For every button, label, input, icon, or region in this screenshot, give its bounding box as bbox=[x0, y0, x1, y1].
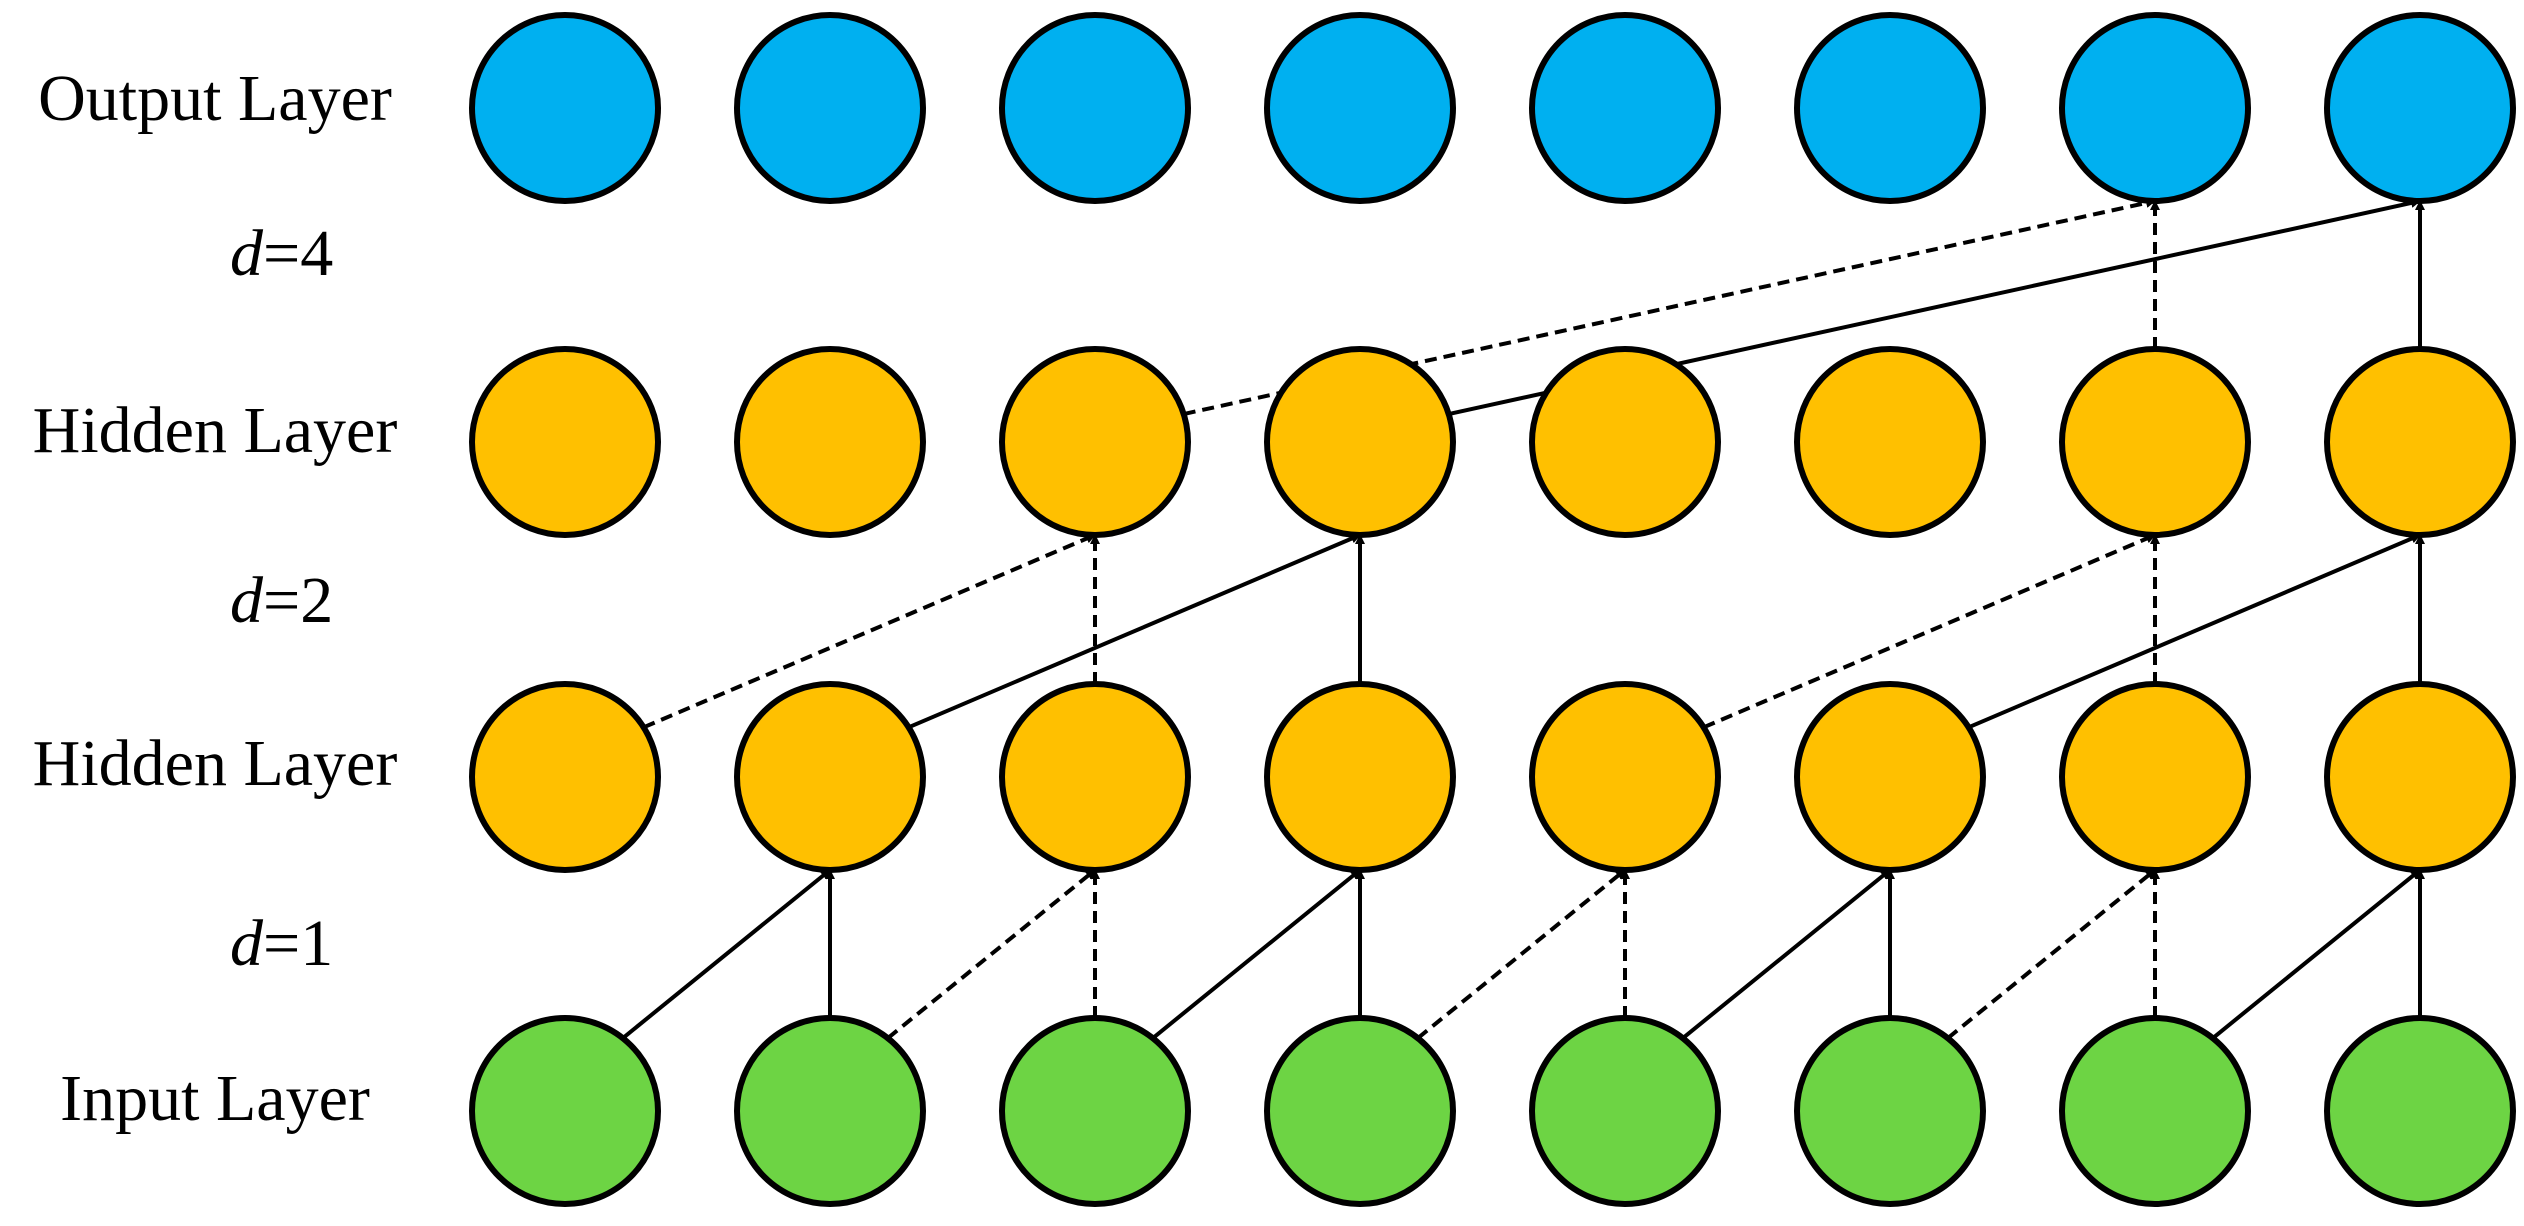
input-node-7 bbox=[2324, 1015, 2516, 1207]
hidden2-node-2 bbox=[999, 346, 1191, 538]
hidden2-node-3 bbox=[1264, 346, 1456, 538]
output-node-2 bbox=[999, 12, 1191, 204]
input-node-1 bbox=[734, 1015, 926, 1207]
dilation-var: d bbox=[230, 907, 264, 980]
input-node-5 bbox=[1794, 1015, 1986, 1207]
hidden2-node-0 bbox=[469, 346, 661, 538]
hidden2-node-5 bbox=[1794, 346, 1986, 538]
input-to-hidden1-edge-3-4 bbox=[1416, 868, 1627, 1040]
dilation-value: =1 bbox=[263, 907, 333, 980]
dilation-value: =4 bbox=[263, 217, 333, 290]
output-node-3 bbox=[1264, 12, 1456, 204]
hidden2-to-output-edge-2-6 bbox=[1183, 198, 2156, 417]
dilation-label-4: d=4 bbox=[230, 217, 333, 290]
output-node-4 bbox=[1529, 12, 1721, 204]
hidden1-to-hidden2-edge-4-6 bbox=[1702, 533, 2156, 730]
output-node-5 bbox=[1794, 12, 1986, 204]
neurons bbox=[469, 12, 2516, 1207]
dilation-var: d bbox=[230, 217, 264, 290]
hidden1-node-2 bbox=[999, 681, 1191, 873]
dilation-var: d bbox=[230, 564, 264, 637]
hidden1-to-hidden2-edge-1-3 bbox=[907, 533, 1361, 730]
hidden1-node-3 bbox=[1264, 681, 1456, 873]
hidden2-node-7 bbox=[2324, 346, 2516, 538]
input-to-hidden1-edge-2-3 bbox=[1151, 868, 1362, 1040]
input-node-0 bbox=[469, 1015, 661, 1207]
hidden1-node-6 bbox=[2059, 681, 2251, 873]
hidden1-node-7 bbox=[2324, 681, 2516, 873]
hidden2-node-4 bbox=[1529, 346, 1721, 538]
input-node-2 bbox=[999, 1015, 1191, 1207]
input-to-hidden1-edge-6-7 bbox=[2211, 868, 2422, 1040]
hidden2-node-1 bbox=[734, 346, 926, 538]
input-to-hidden1-edge-5-6 bbox=[1946, 868, 2157, 1040]
hidden1-to-hidden2-edge-0-2 bbox=[642, 533, 1096, 730]
layer-label-hidden-2: Hidden Layer bbox=[33, 394, 398, 467]
connections bbox=[621, 198, 2425, 1040]
input-node-4 bbox=[1529, 1015, 1721, 1207]
layer-labels: Output Layer Hidden Layer Hidden Layer I… bbox=[33, 62, 398, 1135]
hidden1-node-5 bbox=[1794, 681, 1986, 873]
input-to-hidden1-edge-1-2 bbox=[886, 868, 1097, 1040]
output-node-6 bbox=[2059, 12, 2251, 204]
output-node-0 bbox=[469, 12, 661, 204]
dilation-labels: d=4 d=2 d=1 bbox=[230, 217, 333, 980]
hidden1-node-0 bbox=[469, 681, 661, 873]
input-node-6 bbox=[2059, 1015, 2251, 1207]
input-to-hidden1-edge-4-5 bbox=[1681, 868, 1892, 1040]
hidden2-node-6 bbox=[2059, 346, 2251, 538]
output-node-7 bbox=[2324, 12, 2516, 204]
hidden1-node-4 bbox=[1529, 681, 1721, 873]
layer-label-output: Output Layer bbox=[38, 62, 392, 135]
layer-label-hidden-1: Hidden Layer bbox=[33, 727, 398, 800]
hidden1-to-hidden2-edge-5-7 bbox=[1967, 533, 2421, 730]
hidden1-node-1 bbox=[734, 681, 926, 873]
dilation-label-1: d=1 bbox=[230, 907, 333, 980]
layer-label-input: Input Layer bbox=[60, 1062, 370, 1135]
input-node-3 bbox=[1264, 1015, 1456, 1207]
dilation-value: =2 bbox=[263, 564, 333, 637]
input-to-hidden1-edge-0-1 bbox=[621, 868, 832, 1040]
output-node-1 bbox=[734, 12, 926, 204]
dilation-label-2: d=2 bbox=[230, 564, 333, 637]
